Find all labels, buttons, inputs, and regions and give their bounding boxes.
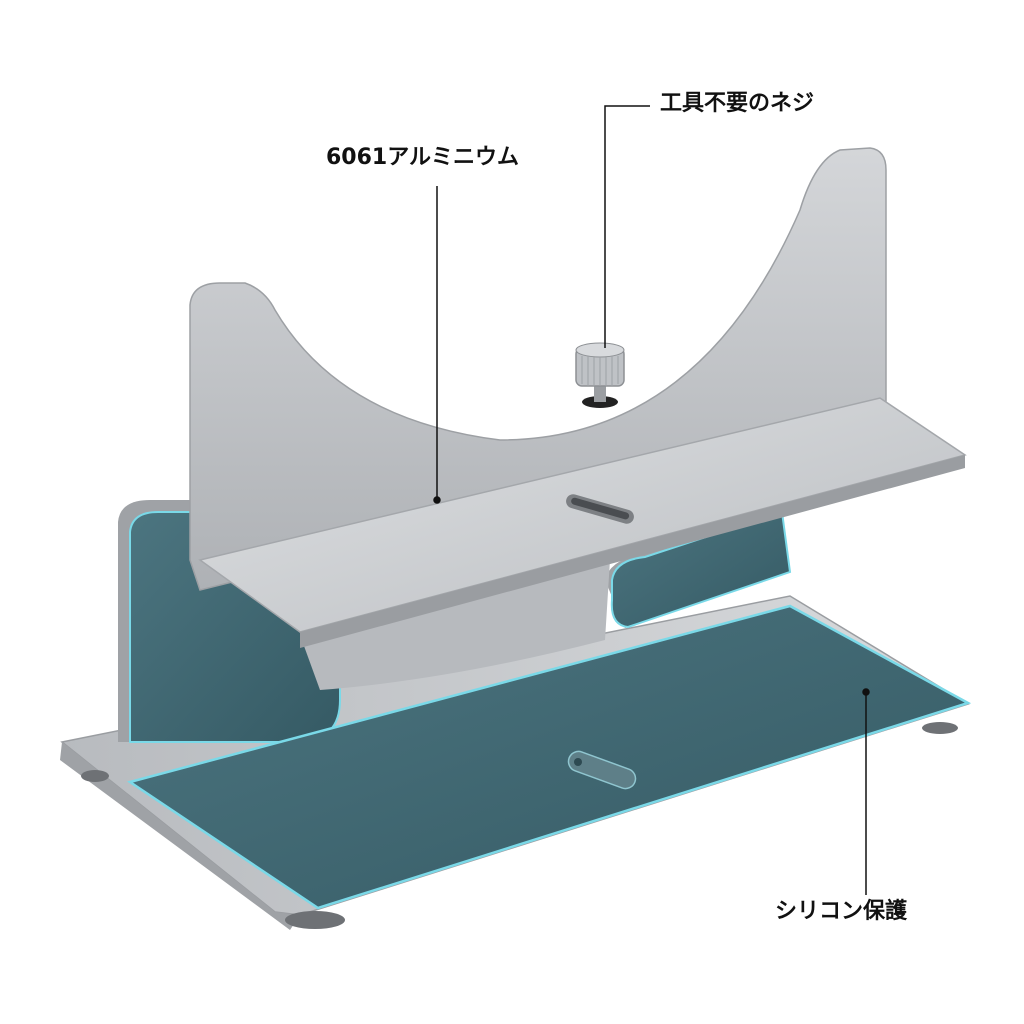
screw-leader-line [604, 105, 650, 348]
silicone-protection-label: シリコン保護 [775, 899, 908, 924]
thumb-screw-icon [575, 342, 625, 408]
upright-plate [189, 147, 887, 591]
aluminum-label: 6061アルミニウム [326, 145, 520, 170]
silicone-mat [127, 604, 972, 910]
tool-free-screw-label: 工具不要のネジ [660, 91, 815, 116]
callout-lines [433, 105, 870, 895]
aluminum-leader-dot [433, 496, 441, 504]
curved-spine [300, 560, 610, 690]
silicone-leader-dot [862, 688, 870, 696]
shelf [198, 397, 967, 648]
